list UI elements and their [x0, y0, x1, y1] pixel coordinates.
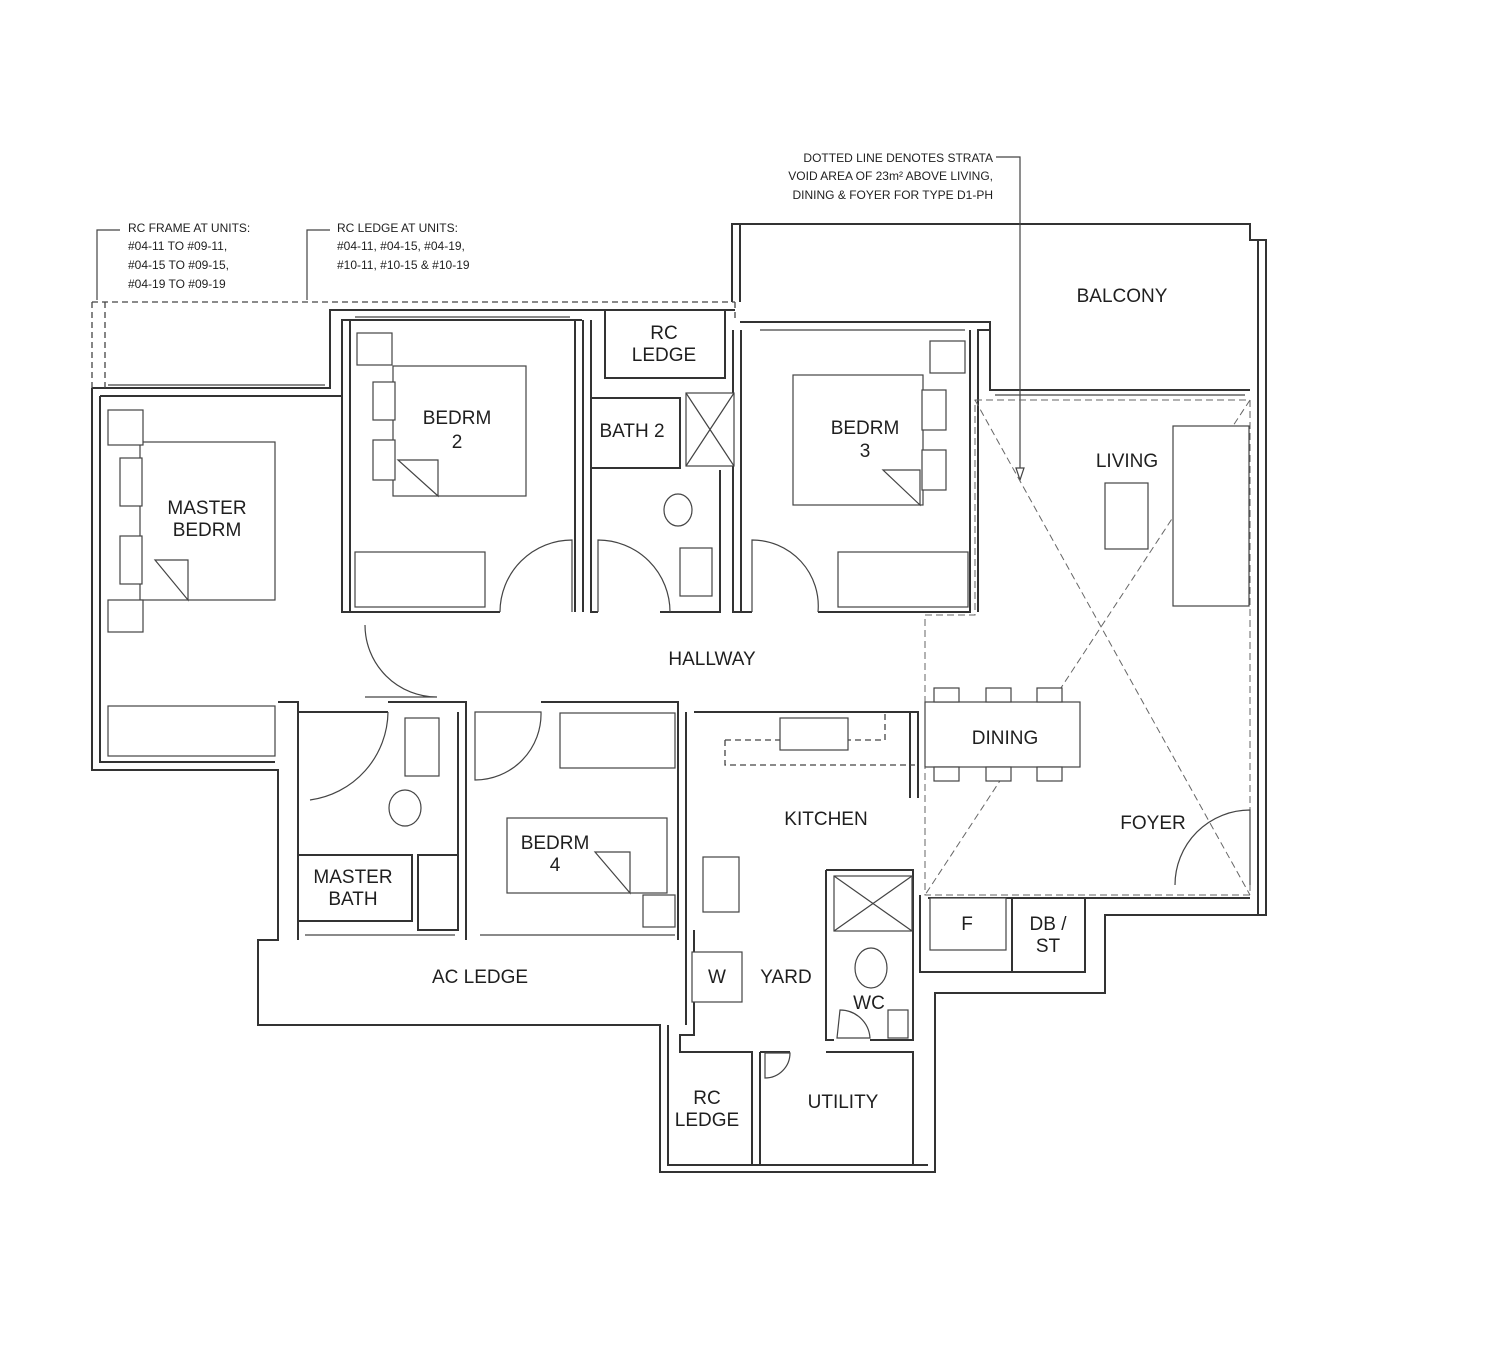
- db-st-label-line2: ST: [1036, 936, 1061, 957]
- exterior-walls: [91, 223, 1267, 1173]
- strata-note-line3: DINING & FOYER FOR TYPE D1-PH: [793, 188, 993, 202]
- rc-frame-note-line4: #04-19 TO #09-19: [128, 277, 226, 291]
- bedrm2-label-line2: 2: [452, 432, 463, 453]
- master-bedrm-label-line1: MASTER: [167, 498, 246, 519]
- strata-note-line1: DOTTED LINE DENOTES STRATA: [803, 151, 993, 165]
- interior-walls: [108, 309, 1250, 1165]
- bedrm2-label-line1: BEDRM: [423, 408, 492, 429]
- rc-ledge-note-line1: RC LEDGE AT UNITS:: [337, 221, 458, 235]
- kitchen-label: KITCHEN: [784, 809, 867, 830]
- strata-note-line2: VOID AREA OF 23m² ABOVE LIVING,: [788, 169, 993, 183]
- rc-ledge-top-label-line2: LEDGE: [632, 345, 696, 366]
- bath2-label: BATH 2: [599, 421, 664, 442]
- wc-label: WC: [853, 993, 885, 1014]
- master-bath-label-line2: BATH: [328, 889, 377, 910]
- rc-frame-note-line1: RC FRAME AT UNITS:: [128, 221, 250, 235]
- living-label: LIVING: [1096, 451, 1158, 472]
- rc-frame-note-line2: #04-11 TO #09-11,: [128, 239, 227, 253]
- dining-label: DINING: [972, 728, 1039, 749]
- balcony-label: BALCONY: [1077, 286, 1168, 307]
- rc-ledge-note-line2: #04-11, #04-15, #04-19,: [337, 239, 465, 253]
- hallway-label: HALLWAY: [668, 649, 756, 670]
- foyer-label: FOYER: [1120, 813, 1185, 834]
- bedrm3-label-line2: 3: [860, 441, 871, 462]
- rc-frame-note-line3: #04-15 TO #09-15,: [128, 258, 229, 272]
- master-bath-label-line1: MASTER: [313, 867, 392, 888]
- db-st-label-line1: DB /: [1030, 914, 1068, 935]
- yard-label: YARD: [760, 967, 811, 988]
- w-label: W: [708, 967, 726, 988]
- rc-ledge-bottom-label-line1: RC: [693, 1088, 720, 1109]
- f-label: F: [961, 914, 973, 935]
- rc-ledge-note-line3: #10-11, #10-15 & #10-19: [337, 258, 470, 272]
- master-bedrm-label-line2: BEDRM: [173, 520, 242, 541]
- utility-label: UTILITY: [808, 1092, 879, 1113]
- rc-ledge-bottom-label-line2: LEDGE: [675, 1110, 739, 1131]
- rc-frame-dashed: [91, 301, 736, 388]
- bedrm4-label-line1: BEDRM: [521, 833, 590, 854]
- ac-ledge-label: AC LEDGE: [432, 967, 528, 988]
- fixtures: [107, 332, 1251, 1079]
- bedrm3-label-line1: BEDRM: [831, 418, 900, 439]
- note-leaders: [96, 156, 1025, 482]
- bedrm4-label-line2: 4: [550, 855, 561, 876]
- rc-ledge-top-label-line1: RC: [650, 323, 677, 344]
- strata-void-outline: [724, 399, 1251, 896]
